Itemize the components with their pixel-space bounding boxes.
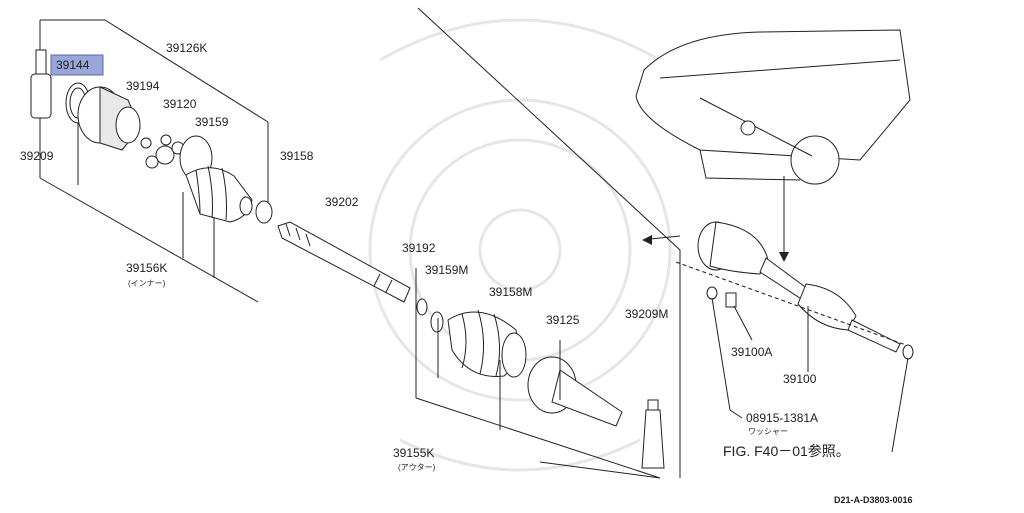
part-sublabel-inner: (インナー) [128,279,166,288]
part-label-39159[interactable]: 39159 [195,115,229,129]
selected-part-highlight[interactable] [50,54,104,76]
tripod-39120 [145,134,185,169]
grease-tube-39209M [641,399,665,469]
clip-39194 [140,137,152,149]
part-sublabel-washer: ワッシャー [748,427,788,436]
part-label-39209M[interactable]: 39209M [625,307,668,321]
grease-tube-39209 [30,49,52,119]
part-label-39100A[interactable]: 39100A [731,345,772,359]
part-label-39158M[interactable]: 39158M [489,285,532,299]
figure-reference: FIG. F40－01参照。 [723,443,850,459]
part-label-39126K[interactable]: 39126K [166,41,207,55]
part-label-39158[interactable]: 39158 [280,149,314,163]
outer-joint-bracket [415,268,661,479]
part-label-39159M[interactable]: 39159M [425,263,468,277]
snap-ring-39192 [416,298,428,316]
inner-joint-bracket [39,19,269,303]
part-label-08915-1381A[interactable]: 08915-1381A [746,411,818,425]
inner-boot-39156K [185,165,253,223]
drive-shaft-assembly-39100 [697,221,914,360]
outer-joint-39125 [527,356,623,427]
band-39158M [501,332,527,378]
part-label-39100[interactable]: 39100 [783,372,817,386]
part-label-39156K[interactable]: 39156K [126,261,167,275]
band-39159M [430,311,444,333]
part-label-39192[interactable]: 39192 [402,241,436,255]
vehicle-illustration [635,29,911,185]
part-label-39202[interactable]: 39202 [325,195,359,209]
drawing-code: D21-A-D3803-0016 [834,495,913,505]
part-label-39125[interactable]: 39125 [546,313,580,327]
drive-shaft-39202 [277,221,411,303]
band-39158 [255,200,273,224]
joint-housing-39126K [77,86,141,151]
part-label-39155K[interactable]: 39155K [393,446,434,460]
part-sublabel-outer: (アウター) [398,463,436,472]
part-label-39120[interactable]: 39120 [163,97,197,111]
part-label-39144[interactable]: 39144 [56,58,90,72]
part-label-39209[interactable]: 39209 [20,149,54,163]
part-label-39194[interactable]: 39194 [126,79,160,93]
